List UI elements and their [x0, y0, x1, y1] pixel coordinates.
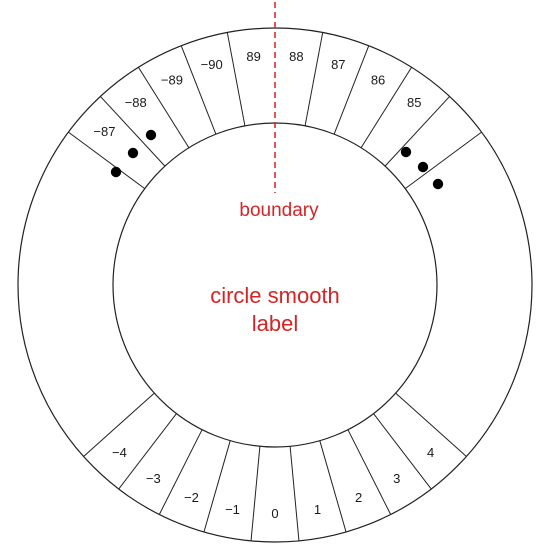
top-segment-divider — [226, 32, 246, 126]
bottom-segment-label: 1 — [314, 502, 321, 517]
top-segment-divider — [304, 32, 324, 126]
top-segment-divider — [404, 131, 482, 190]
top-segment-label: 89 — [246, 49, 260, 64]
bottom-segment-divider — [158, 429, 203, 515]
top-segment-label: −90 — [201, 57, 223, 72]
top-segment-label: 85 — [407, 95, 421, 110]
right-ellipsis-dot — [432, 178, 444, 190]
bottom-segment-divider — [250, 446, 261, 541]
center-label-line1: circle smooth — [210, 283, 340, 308]
bottom-segment-label: 2 — [355, 490, 362, 505]
top-segment-label: 86 — [371, 73, 385, 88]
bottom-segment-divider — [118, 413, 177, 490]
bottom-segment-label: −4 — [112, 445, 127, 460]
top-segment-divider — [138, 67, 190, 149]
top-segment-label: 88 — [289, 49, 303, 64]
top-segment-divider — [100, 96, 166, 167]
bottom-segment-label: −3 — [146, 471, 161, 486]
top-segment-divider — [384, 96, 450, 167]
left-ellipsis-dot — [110, 166, 122, 178]
bottom-segment-divider — [347, 429, 392, 515]
bottom-segment-divider — [395, 392, 467, 457]
top-segment-divider — [333, 45, 370, 135]
bottom-segment-label: 3 — [393, 471, 400, 486]
top-segment-label: −89 — [161, 73, 183, 88]
bottom-segment-divider — [319, 440, 347, 533]
bottom-segment-label: 4 — [427, 445, 434, 460]
top-segment-label: −88 — [125, 95, 147, 110]
bottom-segment-divider — [289, 446, 300, 541]
top-segment-divider — [68, 131, 146, 190]
bottom-segment-divider — [83, 392, 155, 457]
boundary-label: boundary — [239, 200, 319, 221]
center-label-line2: label — [252, 311, 298, 336]
right-ellipsis-dot — [400, 146, 412, 158]
bottom-segment-label: −2 — [184, 490, 199, 505]
bottom-segment-divider — [373, 413, 432, 490]
bottom-segment-label: 0 — [271, 506, 278, 521]
top-segment-divider — [180, 45, 217, 135]
top-segment-label: 87 — [331, 57, 345, 72]
right-ellipsis-dot — [417, 161, 429, 173]
left-ellipsis-dot — [145, 129, 157, 141]
top-segment-label: −87 — [93, 124, 115, 139]
left-ellipsis-dot — [127, 147, 139, 159]
top-segment-divider — [360, 67, 412, 149]
bottom-segment-divider — [203, 440, 231, 533]
bottom-segment-label: −1 — [225, 502, 240, 517]
